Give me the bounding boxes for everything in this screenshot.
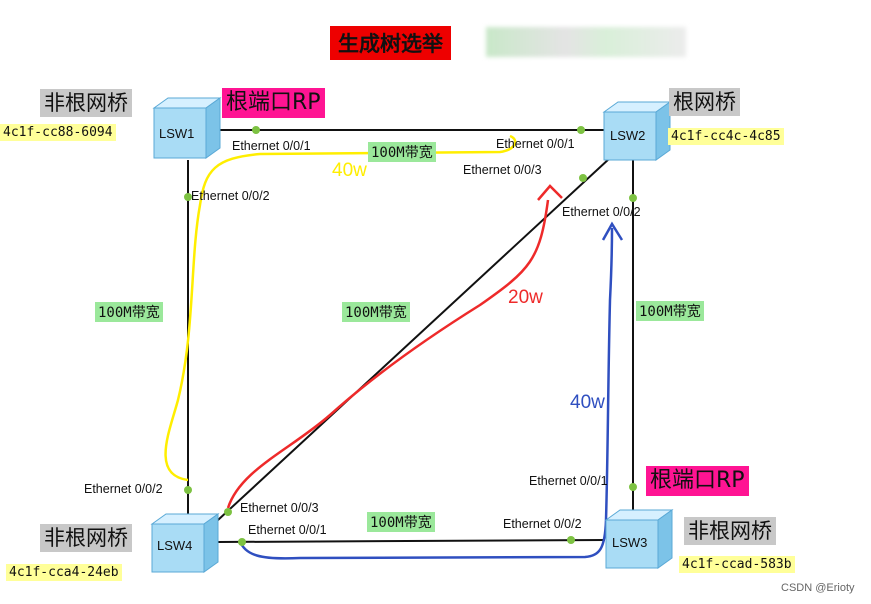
switch-icon-lsw1: [152, 97, 222, 159]
switch-name-lsw4: LSW4: [157, 538, 193, 553]
bandwidth-diagonal: 100M带宽: [342, 302, 410, 322]
weight-red: 20w: [508, 287, 543, 308]
port-dot: [224, 508, 232, 516]
role-lsw3: 非根网桥: [684, 517, 776, 545]
port-dot: [184, 486, 192, 494]
port-lsw1-e001: Ethernet 0/0/1: [232, 139, 311, 153]
bandwidth-bottom: 100M带宽: [367, 512, 435, 532]
mac-lsw1: 4c1f-cc88-6094: [0, 124, 116, 141]
weight-yellow: 40w: [332, 160, 367, 181]
switch-icon-lsw2: [602, 101, 672, 161]
diagram-title: 生成树选举: [330, 26, 451, 60]
switch-name-lsw3: LSW3: [612, 535, 648, 550]
root-port-label-lsw3: 根端口RP: [646, 466, 749, 496]
port-lsw4-e003: Ethernet 0/0/3: [240, 501, 319, 515]
arrow-red: [537, 184, 563, 201]
port-dot: [252, 126, 260, 134]
path-red: [226, 199, 550, 509]
switch-icon-lsw3: [604, 509, 674, 569]
watermark: CSDN @Erioty: [781, 582, 855, 594]
port-dot: [577, 126, 585, 134]
link-lsw4-lsw3: [217, 539, 606, 543]
mac-lsw4: 4c1f-cca4-24eb: [6, 564, 122, 581]
port-dot: [629, 194, 637, 202]
port-lsw3-e002: Ethernet 0/0/2: [503, 517, 582, 531]
port-dot: [184, 193, 192, 201]
port-dot: [629, 483, 637, 491]
arrow-blue: [601, 221, 624, 241]
root-port-label-lsw1: 根端口RP: [222, 88, 325, 118]
port-dot: [238, 538, 246, 546]
bandwidth-left: 100M带宽: [95, 302, 163, 322]
port-lsw4-e001: Ethernet 0/0/1: [248, 523, 327, 537]
port-lsw1-e002: Ethernet 0/0/2: [191, 189, 270, 203]
link-lsw4-lsw2: [217, 157, 611, 521]
bandwidth-top: 100M带宽: [368, 142, 436, 162]
port-dot: [579, 174, 587, 182]
port-lsw4-e002: Ethernet 0/0/2: [84, 482, 163, 496]
switch-name-lsw2: LSW2: [610, 128, 646, 143]
port-dot: [567, 536, 575, 544]
role-lsw4: 非根网桥: [40, 524, 132, 552]
port-lsw2-e003: Ethernet 0/0/3: [463, 163, 542, 177]
switch-name-lsw1: LSW1: [159, 126, 195, 141]
redacted-area: [486, 27, 686, 57]
bandwidth-right: 100M带宽: [636, 301, 704, 321]
path-blue: [238, 227, 614, 560]
role-lsw2: 根网桥: [669, 88, 740, 116]
weight-blue: 40w: [570, 392, 605, 413]
mac-lsw2: 4c1f-cc4c-4c85: [668, 128, 784, 145]
port-lsw2-e002: Ethernet 0/0/2: [562, 205, 641, 219]
role-lsw1: 非根网桥: [40, 89, 132, 117]
port-lsw2-e001: Ethernet 0/0/1: [496, 137, 575, 151]
switch-icon-lsw4: [150, 513, 220, 573]
path-yellow: [164, 134, 517, 482]
port-lsw3-e001: Ethernet 0/0/1: [529, 474, 608, 488]
mac-lsw3: 4c1f-ccad-583b: [679, 556, 795, 573]
